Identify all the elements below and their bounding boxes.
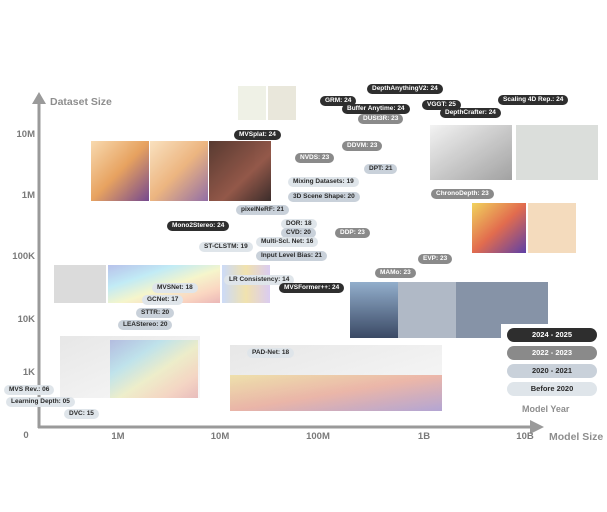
legend-item-2022: 2022 - 2023 [507, 346, 597, 360]
model-label-pill: 3D Scene Shape: 20 [288, 192, 360, 202]
model-label-pill: VGGT: 25 [422, 100, 461, 110]
model-label-pill: Input Level Bias: 21 [256, 251, 328, 261]
model-label-pill: EVP: 23 [418, 254, 453, 264]
model-label-pill: Mixing Datasets: 19 [288, 177, 359, 187]
multitask-grid-image [230, 375, 442, 411]
legend-item-2024: 2024 - 2025 [507, 328, 597, 342]
model-label-pill: MVSNet: 18 [152, 283, 198, 293]
model-label-pill: LR Consistency: 14 [224, 275, 295, 285]
model-label-pill: MAMo: 23 [375, 268, 416, 278]
y-tick-1m: 1M [21, 190, 35, 201]
depth-sample-image [150, 141, 208, 201]
model-label-pill: MVSFormer++: 24 [279, 283, 345, 293]
model-label-pill: DPT: 21 [364, 164, 398, 174]
model-label-pill: Buffer Anytime: 24 [342, 104, 410, 114]
model-label-pill: Multi-Scl. Net: 16 [256, 237, 319, 247]
model-label-pill: Scaling 4D Rep.: 24 [498, 95, 569, 105]
x-tick-origin: 0 [23, 430, 29, 441]
x-axis-title: Model Size [549, 431, 604, 443]
y-tick-1k: 1K [22, 367, 35, 378]
model-label-pill: DDVM: 23 [342, 141, 383, 151]
legend-item-before-2020: Before 2020 [507, 382, 597, 396]
model-label-pill: NVDS: 23 [295, 153, 335, 163]
stereo-scene-image [54, 265, 106, 303]
vehicle-image [430, 125, 512, 180]
model-label-pill: DVC: 15 [64, 409, 99, 419]
legend: 2024 - 2025 2022 - 2023 2020 - 2021 Befo… [501, 324, 598, 402]
x-tick-100m: 100M [306, 431, 330, 442]
model-label-pill: DDP: 23 [335, 228, 370, 238]
model-label-pill: STTR: 20 [136, 308, 175, 318]
legend-item-2020: 2020 - 2021 [507, 364, 597, 378]
y-axis-title: Dataset Size [50, 96, 112, 108]
teddy-toy-image [268, 86, 296, 120]
sparse-depth-image [110, 340, 198, 398]
x-axis-arrowhead [530, 420, 544, 434]
depth-sample-image [209, 141, 271, 201]
x-tick-10b: 10B [516, 431, 534, 442]
model-label-pill: pixelNeRF: 21 [236, 205, 289, 215]
x-tick-1b: 1B [417, 431, 431, 442]
video-depth-image [472, 203, 526, 253]
model-label-pill: MVS Rev.: 06 [4, 385, 55, 395]
y-axis-arrowhead [32, 92, 46, 104]
model-label-pill: DepthCrafter: 24 [440, 108, 501, 118]
model-label-pill: Learning Depth: 05 [6, 397, 75, 407]
y-tick-100k: 100K [12, 251, 35, 262]
mvs-scene-image [398, 282, 456, 338]
x-tick-10m: 10M [210, 431, 230, 442]
teddy-toy-image [238, 86, 266, 120]
model-label-pill: LEAStereo: 20 [118, 320, 173, 330]
y-tick-10m: 10M [16, 129, 35, 140]
model-label-pill: CVD: 20 [281, 228, 316, 238]
model-label-pill: Mono2Stereo: 24 [167, 221, 230, 231]
model-label-pill: DUSt3R: 23 [358, 114, 404, 124]
vehicle-image [516, 125, 598, 180]
model-label-pill: GRM: 24 [320, 96, 357, 106]
model-label-pill: GCNet: 17 [142, 295, 184, 305]
legend-title: Model Year [522, 404, 570, 414]
y-tick-10k: 10K [17, 314, 35, 325]
video-depth-image [528, 203, 576, 253]
x-tick-1m: 1M [111, 431, 125, 442]
model-label-pill: DepthAnythingV2: 24 [367, 84, 443, 94]
model-label-pill: PAD-Net: 18 [247, 348, 295, 358]
model-label-pill: ST-CLSTM: 19 [199, 242, 253, 252]
mvs-scene-image [350, 282, 398, 338]
model-label-pill: DOR: 18 [281, 219, 317, 229]
model-label-pill: ChronoDepth: 23 [431, 189, 494, 199]
depth-sample-image [91, 141, 149, 201]
model-label-pill: MVSplat: 24 [234, 130, 281, 140]
